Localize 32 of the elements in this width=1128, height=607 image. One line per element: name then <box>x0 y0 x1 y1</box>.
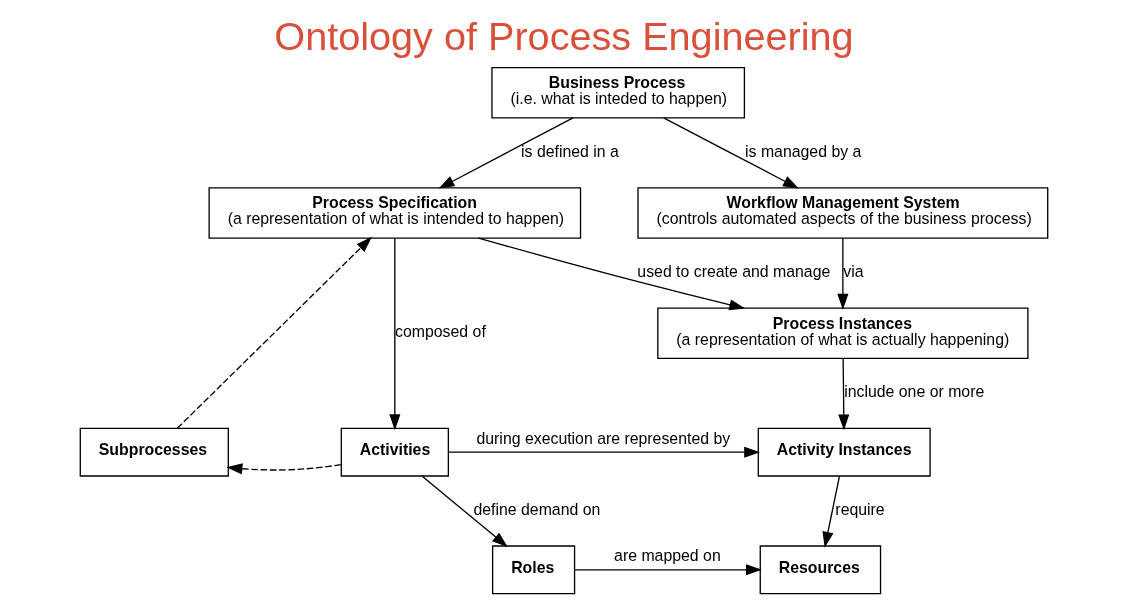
arrow <box>663 117 799 189</box>
node-box: Subprocesses <box>79 427 229 477</box>
edge-label: is defined in a <box>521 142 619 160</box>
arrow <box>176 236 372 429</box>
arrow <box>838 358 850 431</box>
edge-label: require <box>835 501 885 519</box>
node-box: Workflow Management System (controls automated aspects of the business process) <box>637 187 1049 239</box>
edge-label: used to create and manage <box>637 263 831 281</box>
node-box: Resources <box>759 545 882 595</box>
diagram-title: Ontology of Process Engineering <box>274 14 854 59</box>
arrow <box>574 564 762 576</box>
arrow <box>438 117 574 189</box>
node-box: Process Specification (a representation of what is intended to happen) <box>208 187 582 239</box>
edge-label: are mapped on <box>614 547 721 565</box>
edge-label: during execution are represented by <box>476 429 731 447</box>
arrow <box>477 237 746 311</box>
arrow <box>389 237 401 431</box>
edge-label: via <box>843 263 864 281</box>
edge-label: include one or more <box>844 383 985 401</box>
arrow <box>226 463 342 475</box>
edge-label: is managed by a <box>745 142 862 160</box>
edge-label: define demand on <box>473 501 601 519</box>
arrow <box>421 475 508 548</box>
node-box: Roles <box>491 545 576 595</box>
node-box: Business Process (i.e. what is inteded to happen) <box>491 66 746 119</box>
node-box: Activities <box>340 427 450 477</box>
arrow <box>447 446 761 458</box>
arrow <box>837 237 849 310</box>
arrow <box>822 475 841 548</box>
node-box: Activity Instances <box>757 427 931 477</box>
node-box: Process Instances (a representation of what is actually happening) <box>657 307 1029 359</box>
edge-label: composed of <box>395 323 486 341</box>
